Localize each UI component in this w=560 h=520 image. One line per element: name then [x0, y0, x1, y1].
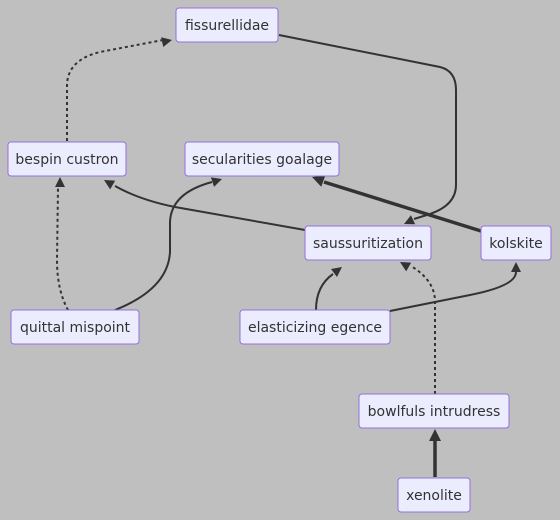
edge-bowlfuls-intrudress-to-saussuritization: [400, 262, 436, 394]
node-elasticizing-egence[interactable]: elasticizing egence: [239, 309, 391, 345]
node-box: [7, 141, 127, 177]
node-xenolite[interactable]: xenolite: [397, 477, 471, 513]
arrowhead-icon: [312, 175, 326, 187]
edge-kolskite-to-secularities-goalage: [312, 175, 482, 233]
arrowhead-icon: [104, 180, 116, 190]
node-box: [175, 7, 279, 43]
node-label: bespin custron: [15, 152, 118, 168]
node-box: [358, 393, 510, 429]
node-label: xenolite: [406, 488, 462, 504]
arrowhead-icon: [331, 267, 342, 278]
edge-line: [114, 181, 213, 311]
edge-line: [278, 34, 457, 220]
edge-line: [55, 187, 69, 311]
edge-line: [389, 271, 517, 312]
arrowhead-icon: [429, 429, 441, 441]
node-box: [304, 225, 432, 261]
edge-quittal-mispoint-to-bespin-custron: [55, 177, 69, 311]
node-fissurellidae[interactable]: fissurellidae: [175, 7, 279, 43]
node-secularities-goalage[interactable]: secularities goalage: [184, 141, 340, 177]
edge-line: [315, 273, 334, 311]
node-kolskite[interactable]: kolskite: [480, 225, 552, 261]
node-label: kolskite: [489, 236, 542, 252]
node-box: [10, 309, 140, 345]
arrowhead-icon: [55, 177, 65, 187]
node-bowlfuls-intrudress[interactable]: bowlfuls intrudress: [358, 393, 510, 429]
edge-elasticizing-egence-to-kolskite: [389, 262, 521, 312]
edge-line: [114, 185, 306, 231]
node-label: saussuritization: [313, 236, 423, 252]
arrowhead-icon: [404, 215, 416, 225]
arrowhead-icon: [161, 37, 172, 47]
edge-line: [66, 39, 164, 141]
edge-quittal-mispoint-to-secularities-goalage: [114, 177, 222, 311]
node-bespin-custron[interactable]: bespin custron: [7, 141, 127, 177]
node-box: [480, 225, 552, 261]
node-label: elasticizing egence: [248, 320, 382, 336]
edge-line: [323, 180, 482, 233]
node-box: [184, 141, 340, 177]
arrowhead-icon: [511, 262, 521, 272]
edge-elasticizing-egence-to-saussuritization: [315, 267, 342, 311]
edge-fissurellidae-to-saussuritization: [278, 34, 457, 225]
node-box: [397, 477, 471, 513]
node-label: bowlfuls intrudress: [368, 404, 501, 420]
arrowhead-icon: [400, 262, 412, 272]
node-quittal-mispoint[interactable]: quittal mispoint: [10, 309, 140, 345]
edges-layer: [55, 34, 521, 477]
edge-xenolite-to-bowlfuls-intrudress: [429, 429, 441, 477]
arrowhead-icon: [210, 177, 222, 187]
edge-line: [410, 265, 436, 394]
edge-saussuritization-to-bespin-custron: [104, 180, 306, 231]
node-saussuritization[interactable]: saussuritization: [304, 225, 432, 261]
node-label: fissurellidae: [185, 18, 269, 34]
node-label: secularities goalage: [192, 152, 332, 168]
nodes-layer: fissurellidae bespin custron secularities …: [7, 7, 552, 513]
node-box: [239, 309, 391, 345]
edge-bespin-custron-to-fissurellidae: [66, 37, 172, 141]
node-label: quittal mispoint: [20, 320, 131, 336]
